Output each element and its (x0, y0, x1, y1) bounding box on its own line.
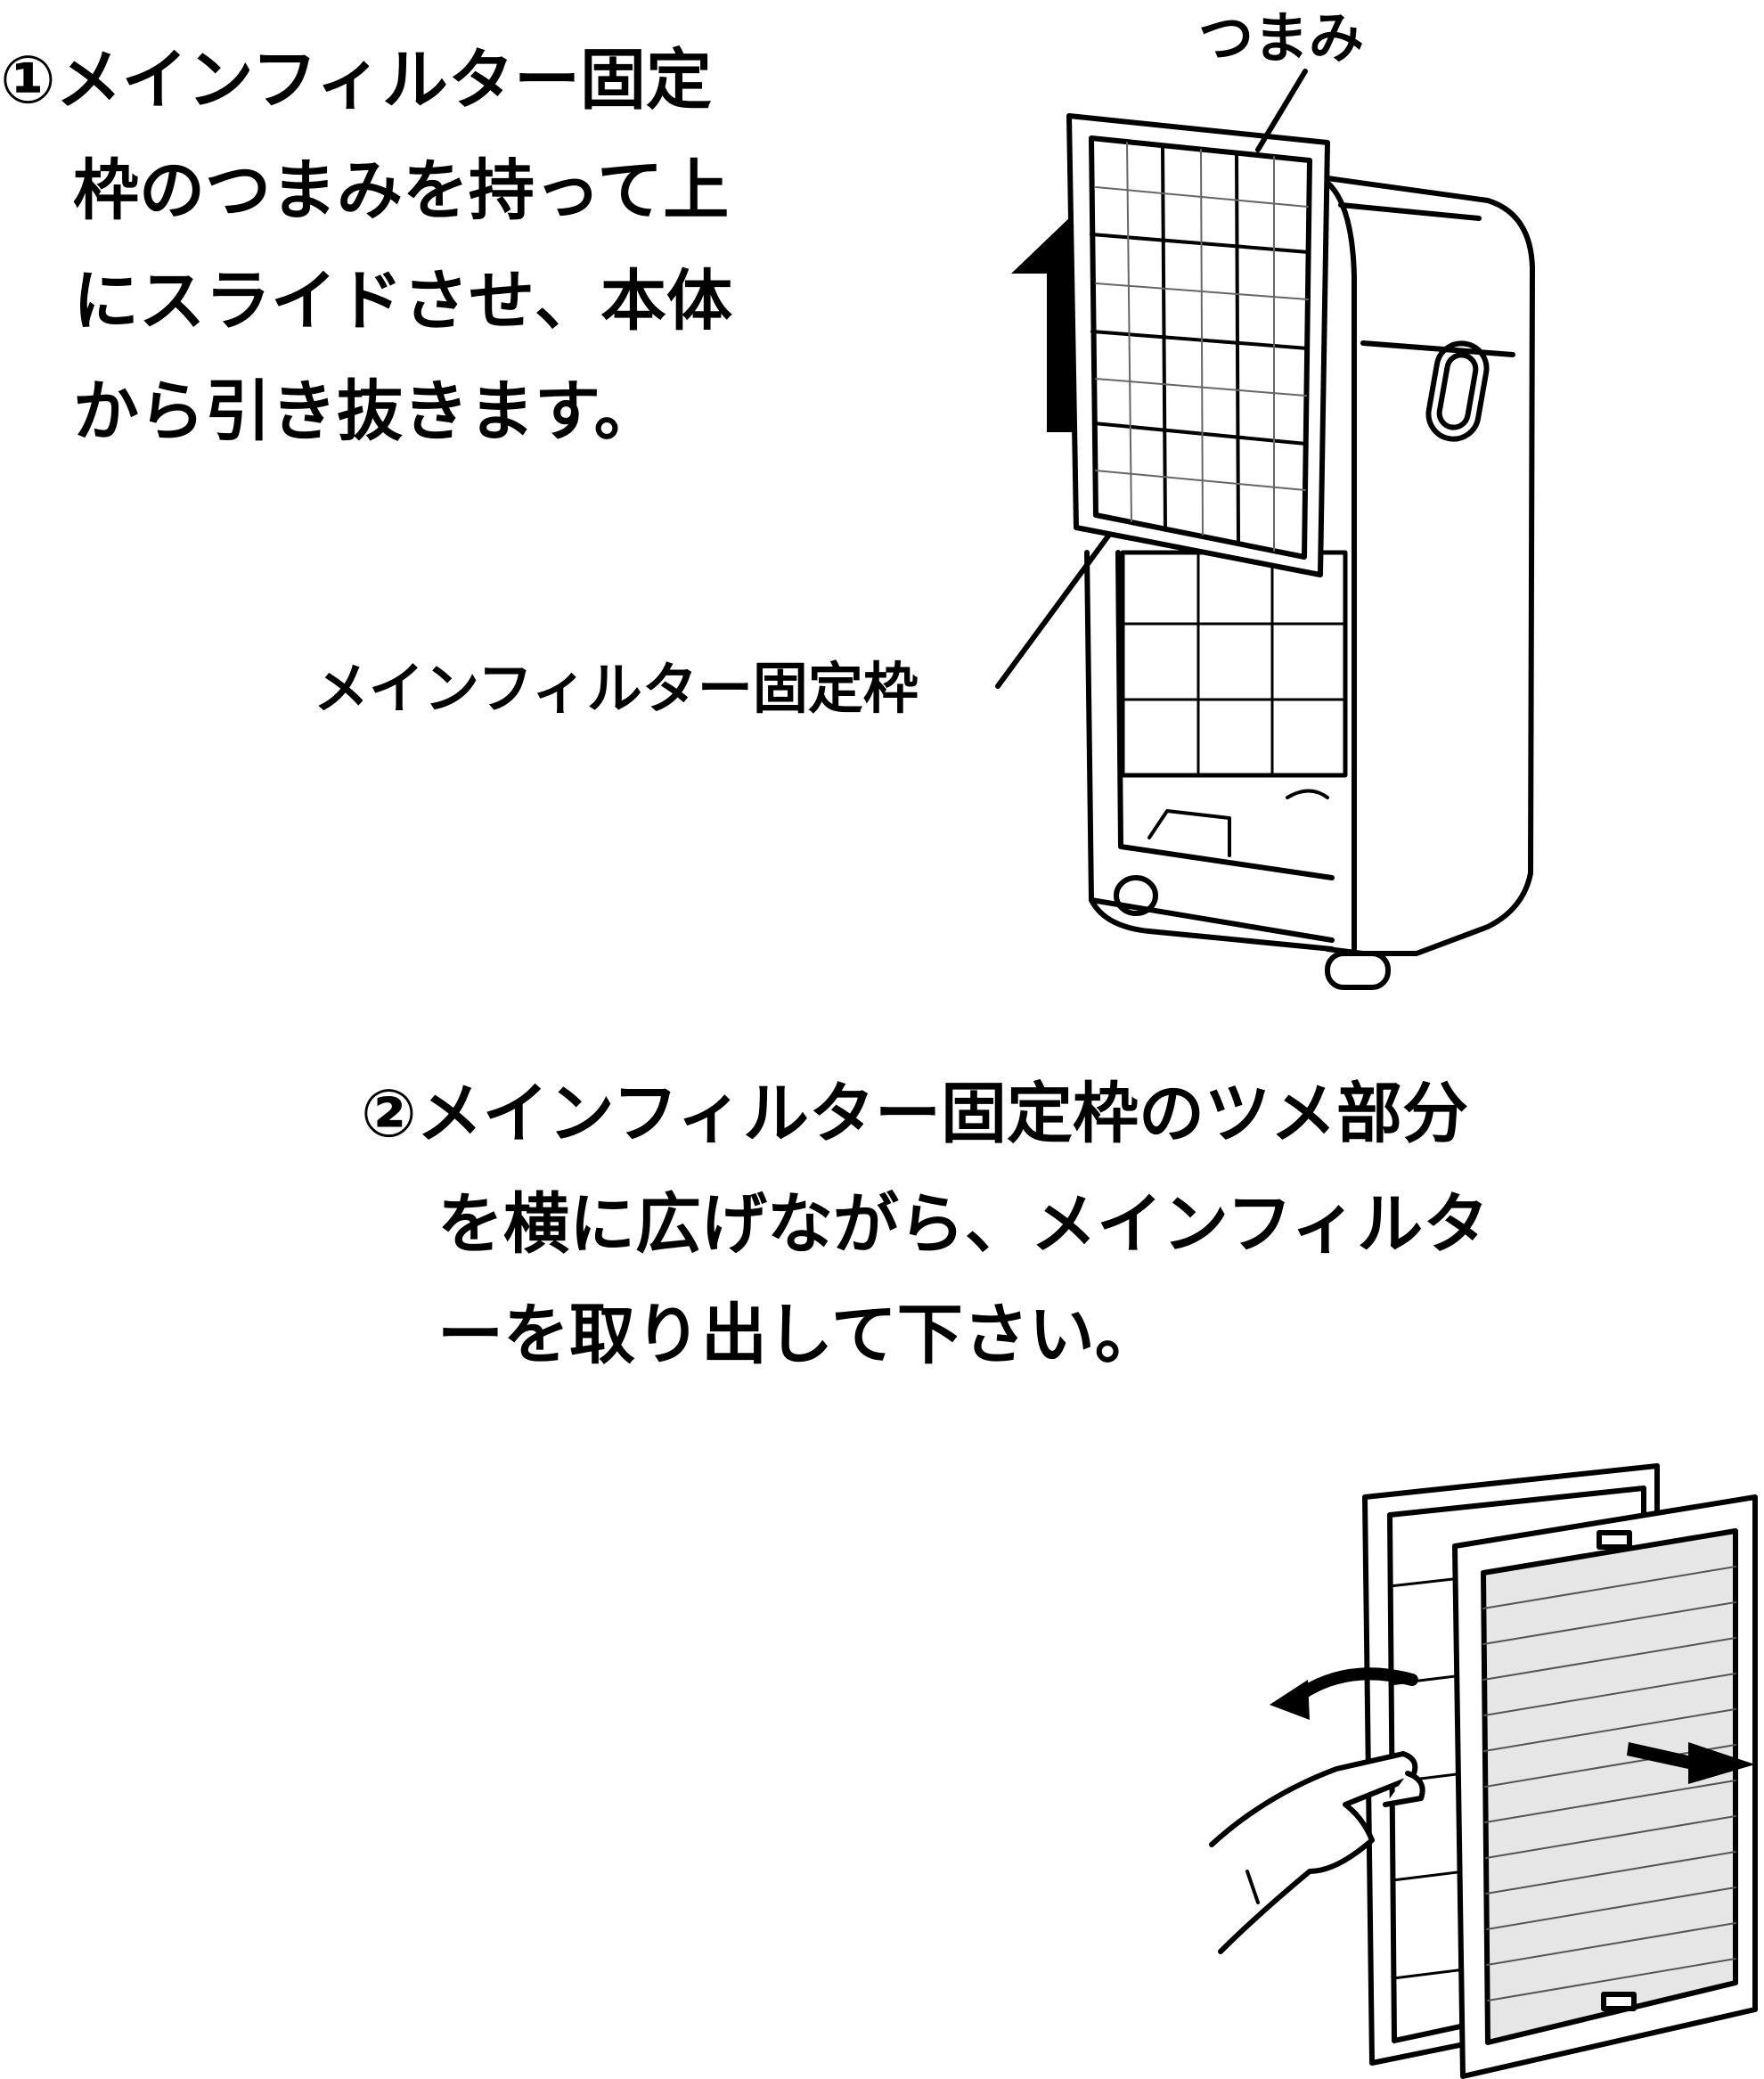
step-2-line-3: ーを取り出して下さい。 (437, 1297, 1161, 1373)
purifier-body (1325, 176, 1535, 956)
step-2-line-2: を横に広げながら、メインフィルタ (437, 1186, 1490, 1263)
foot-left (1114, 875, 1158, 916)
knob-callout-label: つまみ (1198, 5, 1365, 70)
purifier-illustration (995, 69, 1535, 990)
filter-frame (1066, 113, 1330, 577)
hand-icon (1209, 1751, 1418, 1954)
lower-filter (1120, 550, 1348, 778)
step-2-instructions: ②メインフィルター固定枠のツメ部分 を横に広げながら、メインフィルタ ーを取り出… (361, 1059, 1489, 1390)
step-1-instructions: ①メインフィルター固定 枠のつまみを持って上 にスライドさせ、本体 から引き抜き… (0, 25, 732, 467)
step-1-line-2: 枠のつまみを持って上 (73, 152, 730, 229)
step-1-line-1: ①メインフィルター固定 (0, 42, 712, 119)
knob-leader-line (1255, 69, 1308, 152)
curved-arrow-icon (1290, 1667, 1418, 1704)
side-handle (1425, 340, 1490, 442)
filter-frame-callout-label: メインフィルター固定枠 (314, 656, 919, 721)
pull-arrow-icon (1627, 1742, 1755, 1784)
step-2-line-1: ②メインフィルター固定枠のツメ部分 (361, 1076, 1468, 1152)
frame-leader-line (995, 532, 1112, 689)
step-1-line-4: から引き抜きます。 (73, 373, 660, 450)
step-1-line-3: にスライドさせ、本体 (73, 263, 732, 340)
filter-removal-illustration (1209, 1463, 1758, 2079)
foot-right (1325, 951, 1391, 990)
